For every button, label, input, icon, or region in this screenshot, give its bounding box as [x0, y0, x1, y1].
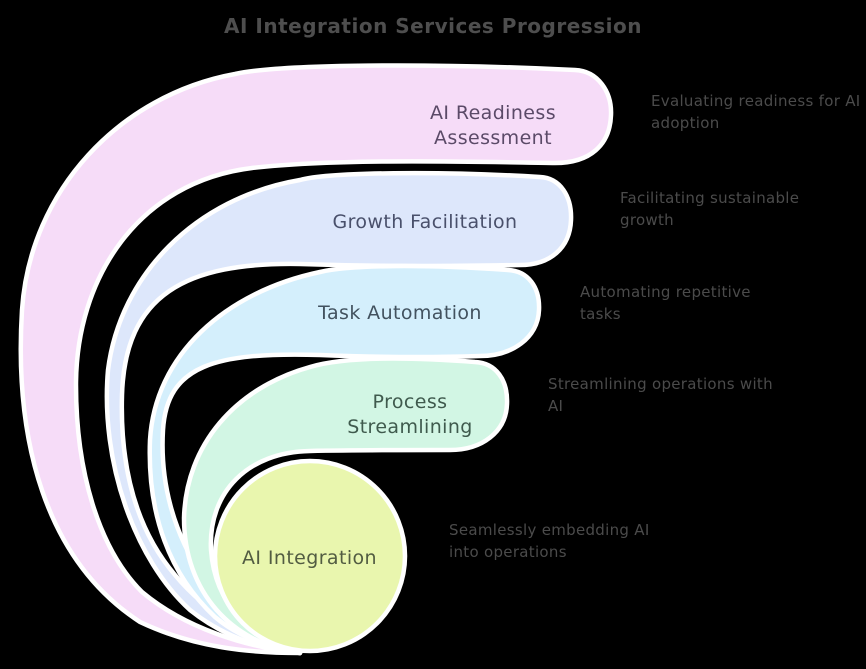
annotation-process-streamlining: Streamlining operations with AI [548, 373, 773, 417]
layer-label-process-streamlining: Process Streamlining [347, 391, 473, 438]
annotation-line: into operations [449, 543, 567, 561]
layer-label-ai-integration: AI Integration [242, 547, 377, 569]
layer-shape-ai-readiness-assessment [18, 63, 614, 656]
annotation-line: Seamlessly embedding AI [449, 521, 650, 539]
layer-label-task-automation: Task Automation [318, 302, 482, 324]
annotation-line: Streamlining operations with [548, 375, 773, 393]
diagram-title: AI Integration Services Progression [224, 14, 642, 38]
annotation-line: adoption [651, 114, 720, 132]
annotation-task-automation: Automating repetitive tasks [580, 281, 751, 325]
annotation-growth-facilitation: Facilitating sustainable growth [620, 187, 799, 231]
annotation-line: Automating repetitive [580, 283, 751, 301]
annotation-line: growth [620, 211, 674, 229]
annotation-line: tasks [580, 305, 621, 323]
annotation-line: Evaluating readiness for AI [651, 92, 861, 110]
annotation-ai-integration: Seamlessly embedding AI into operations [449, 519, 650, 563]
layer-shape-ai-integration [212, 458, 408, 654]
annotation-ai-readiness-assessment: Evaluating readiness for AI adoption [651, 90, 861, 134]
annotation-line: AI [548, 397, 564, 415]
layer-label-ai-readiness-assessment: AI Readiness Assessment [430, 102, 556, 149]
layer-label-growth-facilitation: Growth Facilitation [332, 211, 518, 233]
annotation-line: Facilitating sustainable [620, 189, 800, 207]
